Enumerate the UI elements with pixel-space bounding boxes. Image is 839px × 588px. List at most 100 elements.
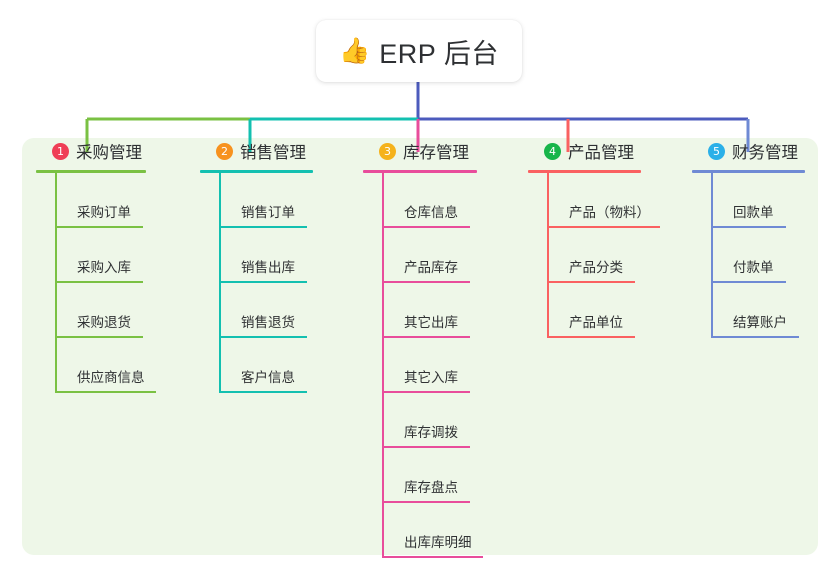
column-header-4[interactable]: 4 产品管理 [528, 138, 698, 164]
leaf-spine-2 [219, 173, 221, 393]
column-1: 1 采购管理采购订单采购入库采购退货供应商信息 [36, 138, 196, 393]
column-4: 4 产品管理产品（物料） 产品分类产品单位 [528, 138, 698, 338]
leaf-item[interactable]: 供应商信息 [55, 338, 196, 393]
leaf-item-label: 采购退货 [77, 315, 131, 330]
column-title-3: 库存管理 [403, 144, 469, 162]
leaf-item-label: 出库库明细 [404, 535, 472, 550]
column-header-2[interactable]: 2 销售管理 [200, 138, 360, 164]
leaf-item-rule [55, 391, 156, 393]
leaf-item-rule [711, 281, 786, 283]
column-badge-4: 4 [544, 142, 561, 160]
leaf-item-label: 产品分类 [569, 260, 623, 275]
leaf-spine-4 [547, 173, 549, 338]
leaf-item[interactable]: 销售订单 [219, 173, 360, 228]
leaf-list-3: 仓库信息产品库存其它出库其它入库库存调拨库存盘点出库库明细 [382, 173, 533, 558]
leaf-item-rule [219, 336, 307, 338]
leaf-list-5: 回款单付款单结算账户 [711, 173, 839, 338]
leaf-item[interactable]: 销售退货 [219, 283, 360, 338]
root-node[interactable]: 👍 ERP 后台 [316, 20, 522, 82]
leaf-item[interactable]: 产品库存 [382, 228, 533, 283]
leaf-item-rule [547, 226, 660, 228]
leaf-item[interactable]: 采购订单 [55, 173, 196, 228]
column-3: 3 库存管理仓库信息产品库存其它出库其它入库库存调拨库存盘点出库库明细 [363, 138, 533, 558]
leaf-item-label: 其它出库 [404, 315, 458, 330]
column-title-1: 采购管理 [76, 144, 142, 162]
leaf-item-label: 库存调拨 [404, 425, 458, 440]
leaf-item-rule [711, 336, 799, 338]
leaf-item[interactable]: 库存盘点 [382, 448, 533, 503]
leaf-item[interactable]: 采购入库 [55, 228, 196, 283]
leaf-item-rule [382, 226, 470, 228]
leaf-item[interactable]: 客户信息 [219, 338, 360, 393]
leaf-item[interactable]: 回款单 [711, 173, 839, 228]
leaf-item-label: 销售订单 [241, 205, 295, 220]
leaf-item-label: 销售出库 [241, 260, 295, 275]
leaf-item[interactable]: 付款单 [711, 228, 839, 283]
leaf-item-label: 结算账户 [733, 315, 787, 330]
leaf-item-rule [547, 281, 635, 283]
column-header-1[interactable]: 1 采购管理 [36, 138, 196, 164]
leaf-item-label: 仓库信息 [404, 205, 458, 220]
leaf-item-label: 产品单位 [569, 315, 623, 330]
leaf-item-rule [382, 446, 470, 448]
leaf-item[interactable]: 产品单位 [547, 283, 698, 338]
column-header-3[interactable]: 3 库存管理 [363, 138, 533, 164]
leaf-item-label: 销售退货 [241, 315, 295, 330]
column-title-4: 产品管理 [568, 144, 634, 162]
thumbs-up-icon: 👍 [339, 36, 371, 65]
leaf-item-rule [219, 391, 307, 393]
column-2: 2 销售管理销售订单销售出库销售退货客户信息 [200, 138, 360, 393]
leaf-item-label: 采购入库 [77, 260, 131, 275]
leaf-item[interactable]: 结算账户 [711, 283, 839, 338]
leaf-item-rule [219, 226, 307, 228]
column-rule-3 [363, 170, 477, 173]
leaf-item-label: 产品库存 [404, 260, 458, 275]
column-badge-3: 3 [379, 142, 396, 160]
column-rule-2 [200, 170, 313, 173]
leaf-item[interactable]: 其它出库 [382, 283, 533, 338]
leaf-item[interactable]: 采购退货 [55, 283, 196, 338]
column-badge-2: 2 [216, 142, 233, 160]
leaf-item-rule [711, 226, 786, 228]
leaf-item-label: 客户信息 [241, 370, 295, 385]
leaf-item[interactable]: 产品（物料） [547, 173, 698, 228]
column-badge-1: 1 [52, 142, 69, 160]
leaf-item[interactable]: 仓库信息 [382, 173, 533, 228]
column-rule-4 [528, 170, 641, 173]
leaf-item-rule [219, 281, 307, 283]
leaf-spine-1 [55, 173, 57, 393]
leaf-item-rule [382, 336, 470, 338]
leaf-item[interactable]: 库存调拨 [382, 393, 533, 448]
root-node-title: ERP 后台 [379, 38, 499, 69]
leaf-item-label: 采购订单 [77, 205, 131, 220]
column-header-5[interactable]: 5 财务管理 [692, 138, 839, 164]
leaf-list-4: 产品（物料） 产品分类产品单位 [547, 173, 698, 338]
leaf-item-label: 供应商信息 [77, 370, 145, 385]
leaf-item[interactable]: 其它入库 [382, 338, 533, 393]
column-title-5: 财务管理 [732, 144, 798, 162]
leaf-item-label: 回款单 [733, 205, 774, 220]
leaf-item-rule [547, 336, 635, 338]
leaf-item-rule [55, 281, 143, 283]
leaf-item[interactable]: 产品分类 [547, 228, 698, 283]
leaf-item-label: 库存盘点 [404, 480, 458, 495]
column-badge-5: 5 [708, 142, 725, 160]
leaf-item-rule [382, 501, 470, 503]
leaf-list-2: 销售订单销售出库销售退货客户信息 [219, 173, 360, 393]
leaf-item-rule [382, 281, 470, 283]
leaf-item-label: 产品（物料） [569, 205, 650, 220]
column-rule-5 [692, 170, 805, 173]
column-title-2: 销售管理 [240, 144, 306, 162]
leaf-item-rule [382, 391, 470, 393]
leaf-item-rule [55, 226, 143, 228]
leaf-item[interactable]: 出库库明细 [382, 503, 533, 558]
leaf-spine-5 [711, 173, 713, 338]
leaf-list-1: 采购订单采购入库采购退货供应商信息 [55, 173, 196, 393]
column-rule-1 [36, 170, 146, 173]
leaf-item[interactable]: 销售出库 [219, 228, 360, 283]
diagram-panel [22, 138, 818, 555]
column-5: 5 财务管理回款单付款单结算账户 [692, 138, 839, 338]
leaf-item-label: 其它入库 [404, 370, 458, 385]
leaf-item-rule [55, 336, 143, 338]
